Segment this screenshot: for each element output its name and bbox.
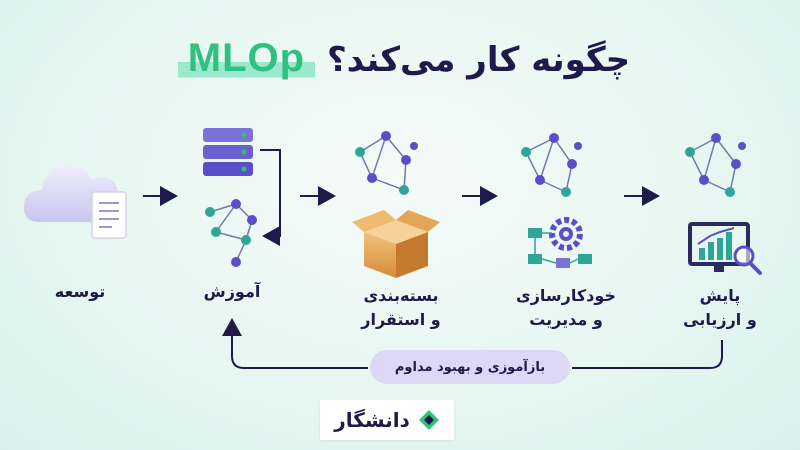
server-network-icon [203,128,281,267]
title-english: MLOp [187,36,306,80]
stage-label-packaging-deployment: بسته‌بندی و استقرار [361,286,441,329]
loop-line-left [222,318,368,369]
loop-line-right [572,340,723,369]
brand-logo-icon [418,410,439,430]
gear-flow-network-icon [521,133,592,268]
brand-name: دانشگار [334,408,410,432]
chart-magnifier-network-icon [685,133,762,275]
stage-label-monitoring-evaluation: پایش و ارزیابی [683,286,757,329]
stage-label-development: توسعه [54,282,106,301]
page-title: چگونه کار می‌کند؟ MLOp [0,36,800,83]
loop-label-text: بازآموزی و بهبود مداوم [394,359,546,375]
box-network-icon [352,131,440,278]
title-highlight: MLOp [177,36,316,83]
brand-logo: دانشگار [320,400,454,440]
stage-label-training: آموزش [203,282,261,301]
title-persian: چگونه کار می‌کند؟ [326,40,631,80]
cloud-document-icon [23,165,127,239]
continuous-retraining-label: بازآموزی و بهبود مداوم [370,350,570,384]
stage-label-automation-management: خودکارسازی و مدیریت [516,286,616,329]
